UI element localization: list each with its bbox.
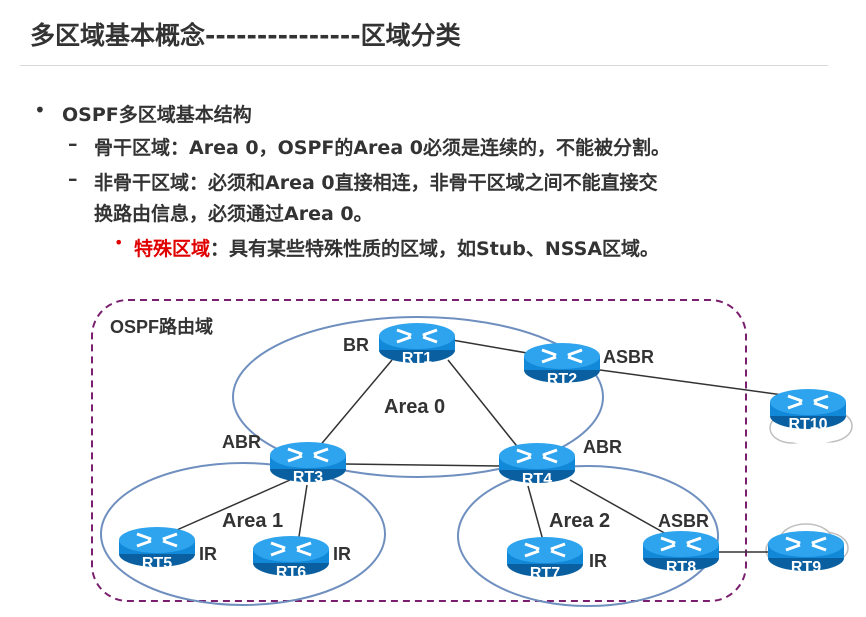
- link-rt3-rt5: [169, 479, 291, 534]
- role-label-abr-rt3: ABR: [222, 432, 261, 452]
- router-rt6: RT6: [251, 534, 331, 581]
- role-label-ir-rt7: IR: [589, 551, 607, 571]
- router-rt8: RT8: [641, 529, 721, 576]
- special-area-desc: ：具有某些特殊性质的区域，如Stub、NSSA区域。: [210, 238, 660, 260]
- bullet-dot: •: [34, 98, 46, 122]
- role-label-abr-rt4: ABR: [583, 437, 622, 457]
- area2-label: Area 2: [549, 510, 610, 532]
- bullet-special-area: 特殊区域：具有某些特殊性质的区域，如Stub、NSSA区域。: [134, 234, 659, 261]
- router-label-rt9: RT9: [791, 559, 821, 576]
- link-rt4-rt8: [569, 479, 669, 536]
- router-label-rt2: RT2: [547, 371, 577, 388]
- router-label-rt3: RT3: [293, 469, 323, 486]
- area0-label: Area 0: [384, 396, 445, 418]
- area1-boundary: [100, 462, 386, 606]
- role-label-ir-rt6: IR: [333, 544, 351, 564]
- router-rt10: RT10: [768, 387, 848, 433]
- area2-boundary: [457, 465, 719, 607]
- dash-marker: –: [68, 168, 78, 190]
- link-rt2-rt10: [599, 369, 791, 397]
- bullet-backbone-area: 骨干区域：Area 0，OSPF的Area 0必须是连续的，不能被分割。: [94, 137, 670, 159]
- slide-title: 多区域基本概念---------------区域分类: [30, 21, 461, 50]
- ospf-domain-boundary: [91, 299, 747, 602]
- bullet-ospf-structure: OSPF多区域基本结构: [62, 104, 252, 126]
- router-rt9: RT9: [766, 529, 846, 576]
- dash-marker: –: [68, 133, 78, 155]
- link-rt3-rt6: [297, 484, 308, 544]
- domain-label: OSPF路由域: [110, 316, 213, 337]
- role-label-ir-rt5: IR: [199, 544, 217, 564]
- area0-boundary: [232, 316, 604, 478]
- title-divider: [20, 65, 828, 66]
- router-rt1: RT1: [377, 321, 457, 367]
- role-label-asbr-rt2: ASBR: [603, 347, 654, 367]
- link-rt1-rt3: [317, 359, 393, 449]
- router-rt3: RT3: [268, 440, 348, 486]
- red-bullet-dot: •: [114, 233, 124, 252]
- router-label-rt6: RT6: [276, 564, 306, 581]
- special-area-label: 特殊区域: [134, 238, 211, 260]
- router-label-rt4: RT4: [522, 471, 552, 488]
- router-label-rt10: RT10: [788, 416, 827, 433]
- role-label-br: BR: [343, 335, 369, 355]
- router-rt4: RT4: [497, 441, 577, 488]
- link-rt4-rt7: [527, 485, 545, 545]
- router-label-rt8: RT8: [666, 559, 696, 576]
- router-rt2: RT2: [522, 341, 602, 388]
- area1-label: Area 1: [222, 510, 283, 532]
- router-label-rt5: RT5: [142, 555, 172, 572]
- link-rt1-rt4: [447, 359, 521, 451]
- role-label-asbr-rt8: ASBR: [658, 511, 709, 531]
- router-rt7: RT7: [505, 535, 585, 582]
- bullet-non-backbone-line1: 非骨干区域：必须和Area 0直接相连，非骨干区域之间不能直接交: [94, 172, 658, 194]
- router-label-rt7: RT7: [530, 565, 560, 582]
- router-rt5: RT5: [117, 525, 197, 572]
- bullet-non-backbone-line2: 换路由信息，必须通过Area 0。: [94, 203, 373, 225]
- router-label-rt1: RT1: [402, 350, 432, 367]
- link-rt3-rt4: [344, 463, 501, 467]
